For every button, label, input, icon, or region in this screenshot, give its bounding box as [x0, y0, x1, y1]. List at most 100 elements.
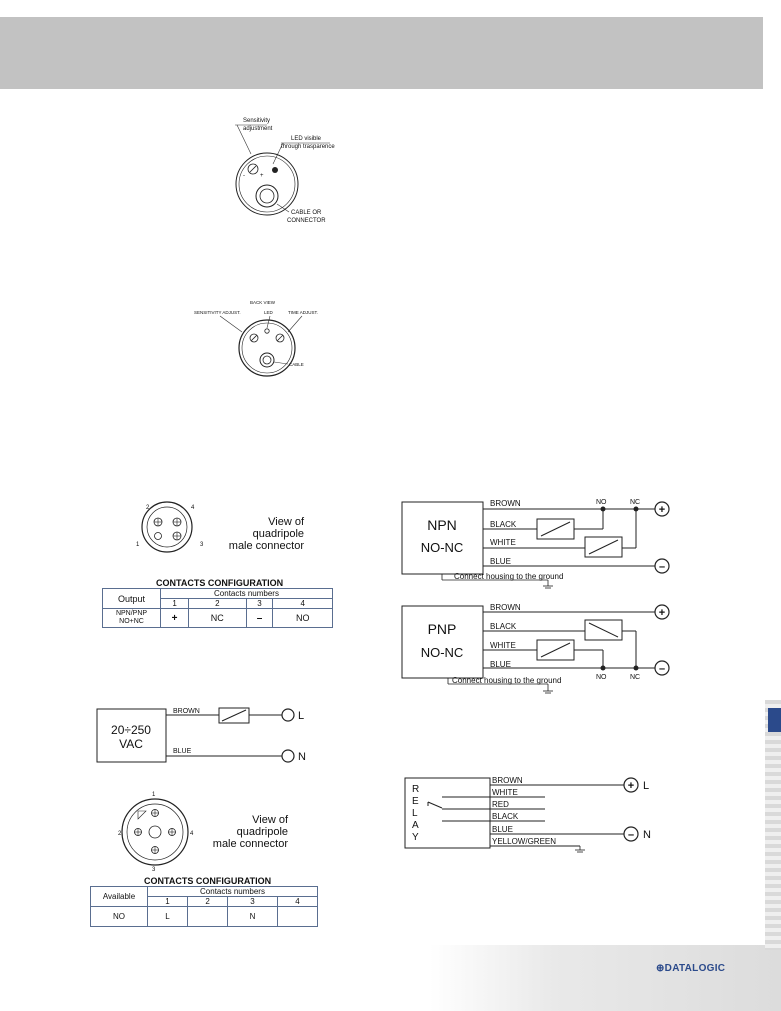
relay-plus-terminal: + [628, 780, 634, 792]
cell-4: NO [272, 608, 333, 628]
pnp-wire-white: WHITE [490, 641, 516, 650]
relay-letter-a: A [412, 820, 419, 831]
contacts-config-title-2: CONTACTS CONFIGURATION [144, 876, 272, 886]
label-sensitivity-adjust: SENSITIVITY ADJUST. [194, 310, 241, 315]
sensor-back-view: BACK VIEW SENSITIVITY ADJUST. LED TIME A… [194, 300, 318, 377]
npn-minus-terminal: – [659, 561, 665, 573]
quadripole-2: quadripole [237, 826, 288, 838]
relay-letter-e: E [412, 796, 419, 807]
contacts-config-title-1: CONTACTS CONFIGURATION [156, 578, 284, 588]
pin2-label-2: 2 [118, 831, 122, 837]
th2-contacts-numbers: Contacts numbers [147, 886, 318, 897]
svg-text:+: + [260, 173, 264, 179]
pin2-label-4: 4 [190, 831, 194, 837]
th2-col-3: 3 [227, 896, 278, 907]
datalogic-logo: ⊕DATALOGIC [656, 963, 726, 974]
cell2-3: N [227, 906, 278, 927]
vac-terminal-n: N [298, 751, 306, 763]
vac-terminal-l: L [298, 710, 304, 722]
pnp-wire-brown: BROWN [490, 603, 521, 612]
th-col-3: 3 [245, 598, 274, 609]
pin-label-3: 3 [200, 542, 204, 548]
pin2-label-1: 1 [152, 792, 156, 798]
pin-label-1: 1 [136, 542, 140, 548]
relay-terminal-n: N [643, 829, 651, 841]
cell2-4 [276, 906, 319, 927]
th2-col-2: 2 [187, 896, 229, 907]
npn-nc: NC [630, 499, 640, 506]
cell-2: NC [188, 608, 247, 628]
relay-wire-blue: BLUE [492, 825, 513, 834]
pnp-nc: NC [630, 674, 640, 681]
label-led-2: through trasparence [281, 144, 335, 150]
vac-wire-blue: BLUE [173, 748, 192, 755]
relay-minus-terminal: – [628, 829, 634, 841]
label-sensitivity-2: adjustment [243, 126, 273, 132]
relay-wire-black: BLACK [492, 812, 519, 821]
pnp-no: NO [596, 674, 607, 681]
side-texture [765, 700, 781, 950]
sensor-front-view: Sensitivity adjustment LED visible throu… [235, 118, 335, 224]
pnp-minus-terminal: – [659, 663, 665, 675]
side-tab [768, 708, 781, 732]
th2-col-4: 4 [276, 896, 319, 907]
th-contacts-numbers: Contacts numbers [160, 588, 333, 599]
label-cable-2: CONNECTOR [287, 218, 326, 224]
vac-voltage: 20÷250 [111, 723, 151, 737]
th2-col-1: 1 [146, 896, 189, 907]
th-col-1: 1 [159, 598, 190, 609]
row-label-line-2: NO+NC [119, 618, 144, 625]
vac-wire-brown: BROWN [173, 708, 200, 715]
pnp-wire-blue: BLUE [490, 660, 511, 669]
view-of-1: View of [268, 516, 305, 528]
label-led: LED [264, 310, 274, 315]
npn-ground-note: Connect housing to the ground [454, 572, 563, 581]
npn-no: NO [596, 499, 607, 506]
relay-wire-brown: BROWN [492, 776, 523, 785]
relay-letter-r: R [412, 784, 419, 795]
th-col-4: 4 [272, 598, 333, 609]
npn-wiring-diagram: NPN NO-NC BROWN BLACK WHITE BLUE NO NC +… [401, 499, 670, 589]
th-output: Output [102, 588, 161, 609]
cell-1: + [159, 608, 190, 628]
pnp-wire-black: BLACK [490, 622, 517, 631]
pin-label-2: 2 [146, 505, 150, 511]
npn-wire-brown: BROWN [490, 499, 521, 508]
label-sensitivity-1: Sensitivity [243, 118, 270, 124]
contacts-table-1: Output Contacts numbers 1 2 3 4 NPN/PNP … [102, 588, 333, 628]
cell2-1: L [146, 906, 189, 927]
quadripole-1: quadripole [253, 528, 304, 540]
view-of-2: View of [252, 814, 289, 826]
row2-label: NO [90, 906, 148, 927]
pnp-wiring-diagram: PNP NO-NC BROWN BLACK WHITE BLUE NO NC +… [401, 603, 670, 694]
th-col-2: 2 [188, 598, 247, 609]
cell-3: – [245, 608, 274, 628]
cell2-2 [187, 906, 229, 927]
relay-letter-y: Y [412, 832, 419, 843]
pnp-ground-note: Connect housing to the ground [452, 676, 561, 685]
vac-wiring-diagram: 20÷250 VAC BROWN L BLUE N [96, 707, 306, 763]
pnp-plus-terminal: + [659, 607, 665, 619]
pnp-nonc-label: NO-NC [421, 645, 464, 660]
header-band [0, 17, 763, 89]
svg-text:-: - [243, 173, 245, 179]
contacts-table-2: Available Contacts numbers 1 2 3 4 NO L … [90, 886, 319, 927]
npn-label: NPN [427, 517, 457, 533]
npn-nonc-label: NO-NC [421, 540, 464, 555]
relay-wire-white: WHITE [492, 788, 518, 797]
label-time-adjust: TIME ADJUST. [288, 310, 318, 315]
npn-wire-blue: BLUE [490, 557, 511, 566]
relay-wire-yellow-green: YELLOW/GREEN [492, 837, 556, 846]
npn-wire-white: WHITE [490, 538, 516, 547]
label-back-view: BACK VIEW [250, 300, 276, 305]
quadripole-connector-2: 1 2 3 4 View of quadripole male connecto… [118, 792, 289, 873]
vac-label: VAC [119, 737, 143, 751]
label-cable: CABLE [289, 362, 304, 367]
label-cable-1: CABLE OR [291, 210, 322, 216]
row-label-line-1: NPN/PNP [115, 610, 148, 617]
label-led-1: LED visible [291, 136, 322, 142]
quadripole-connector-1: 1 2 3 4 View of quadripole male connecto… [136, 501, 305, 553]
male-connector-2: male connector [213, 838, 289, 850]
pnp-label: PNP [428, 621, 457, 637]
footer-texture [430, 945, 781, 1011]
